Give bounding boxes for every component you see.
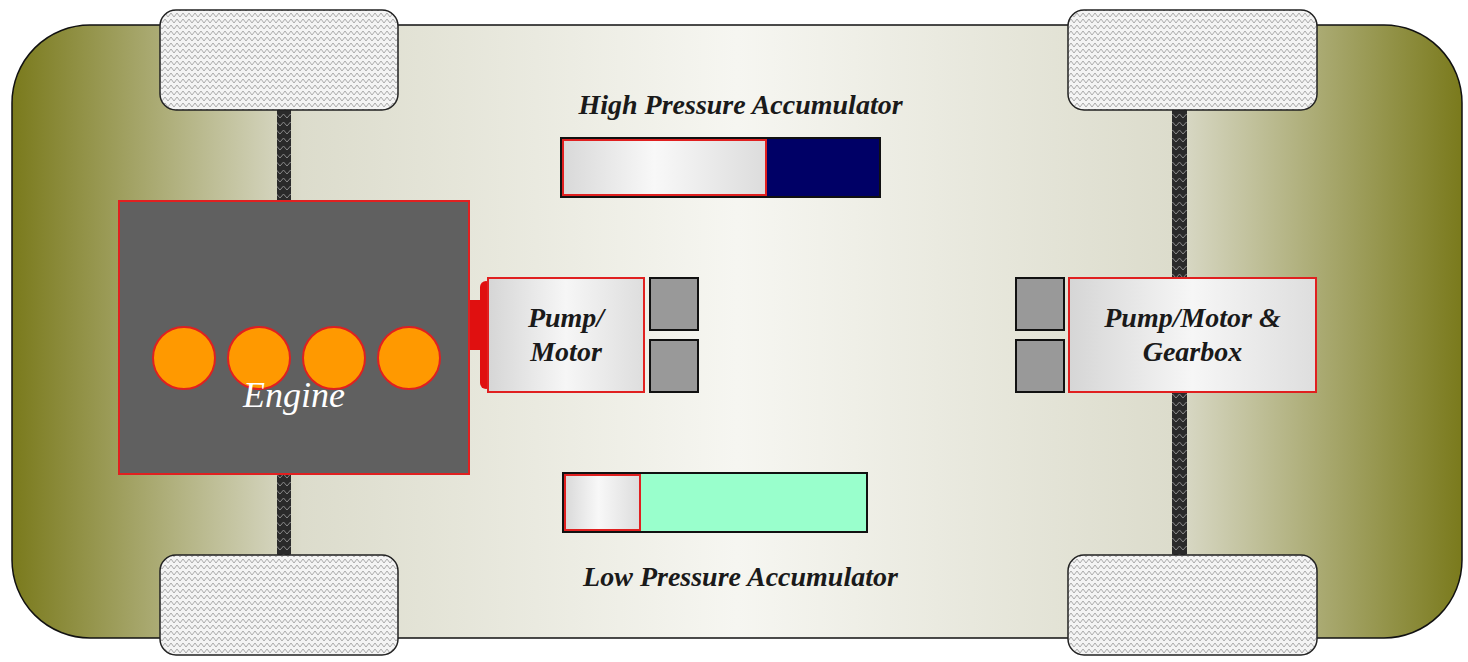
accumulator-cylinder xyxy=(562,472,868,533)
engine-label: Engine xyxy=(120,374,468,417)
component-label: Pump/Motor & Gearbox xyxy=(1085,301,1300,368)
cylinder xyxy=(377,326,441,390)
port-block xyxy=(1016,278,1064,330)
wheel xyxy=(160,555,398,655)
engine-block: Engine xyxy=(118,200,470,475)
component-box: Pump/ Motor xyxy=(487,277,645,393)
port-block xyxy=(1016,340,1064,392)
accumulator-label: High Pressure Accumulator xyxy=(513,88,968,122)
port-block xyxy=(650,278,698,330)
component-label: Pump/ Motor xyxy=(506,301,626,368)
wheel xyxy=(160,10,398,110)
accumulator: High Pressure Accumulator xyxy=(513,88,968,200)
gas-chamber xyxy=(562,139,767,196)
vehicle-body xyxy=(12,25,1462,638)
fluid-chamber xyxy=(767,139,879,196)
gas-chamber xyxy=(564,474,641,531)
accumulator-label: Low Pressure Accumulator xyxy=(513,560,968,594)
port-block xyxy=(650,340,698,392)
wheel xyxy=(1068,10,1317,110)
accumulator-cylinder xyxy=(560,137,881,198)
accumulator: Low Pressure Accumulator xyxy=(513,472,968,598)
fluid-chamber xyxy=(641,474,866,531)
component-box: Pump/Motor & Gearbox xyxy=(1068,277,1317,393)
cylinder xyxy=(152,326,216,390)
wheel xyxy=(1068,555,1317,655)
